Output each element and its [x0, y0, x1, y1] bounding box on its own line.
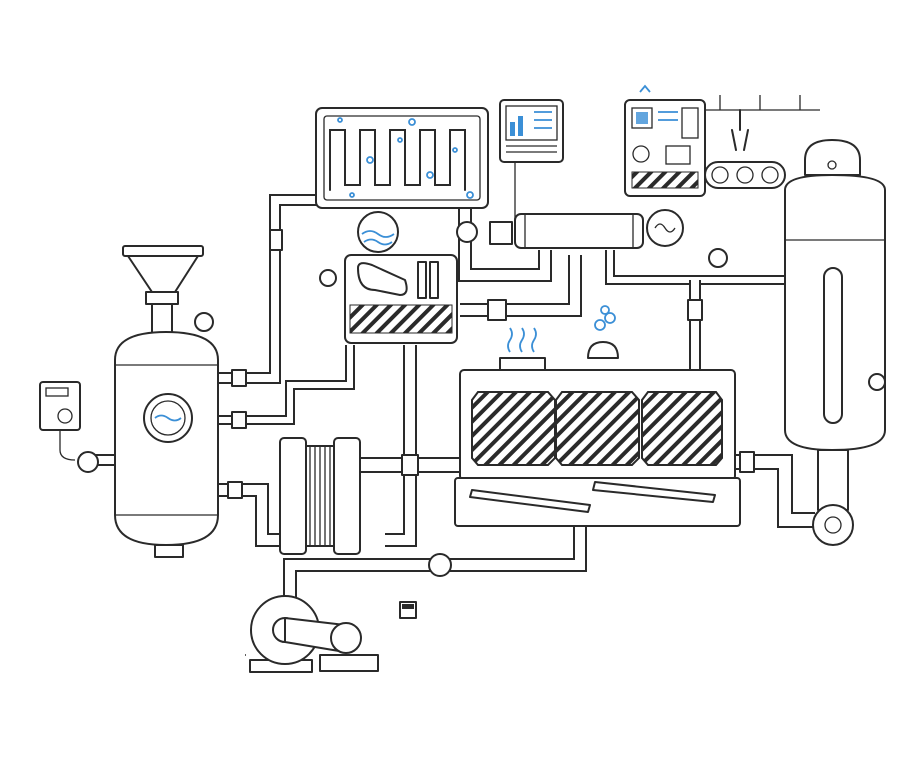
tube-condenser: [456, 213, 644, 249]
distillation-column: [708, 139, 886, 546]
main-reactor: [454, 305, 741, 527]
water-globe-icon: [357, 211, 399, 253]
hopper: [122, 245, 204, 335]
conveyor: [704, 109, 786, 189]
heat-exchanger: [279, 437, 361, 555]
monitor[interactable]: [499, 99, 564, 163]
main-tank: [114, 312, 219, 558]
control-box[interactable]: [39, 381, 99, 473]
control-panel[interactable]: [624, 84, 706, 247]
mixer-machine: [319, 211, 458, 344]
coil-tank: [315, 107, 489, 209]
valves[interactable]: [227, 229, 755, 577]
pump: [249, 595, 417, 673]
pressure-gauge-icon: [194, 312, 214, 332]
